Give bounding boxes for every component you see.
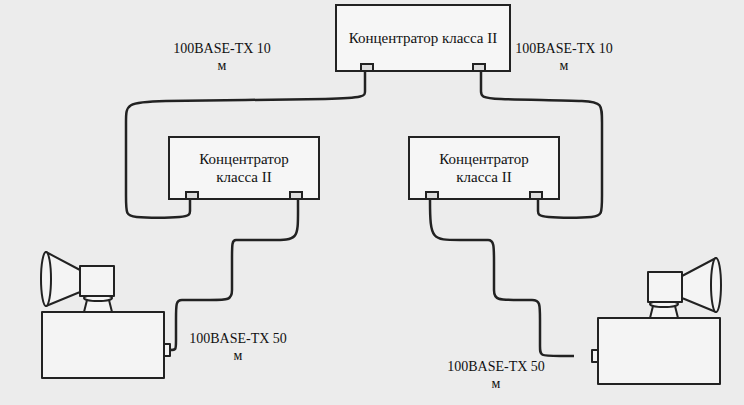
port xyxy=(360,63,374,72)
hub-box: Концентратор класса II xyxy=(168,136,320,200)
hub-label: Концентратор класса II xyxy=(170,146,318,190)
cable xyxy=(126,72,365,218)
port xyxy=(425,191,439,200)
port xyxy=(529,191,543,200)
monitor-stand xyxy=(84,296,112,312)
cable-label: 100BASE-TX 50 м xyxy=(186,330,290,364)
hub-box: Концентратор класса II xyxy=(335,4,511,72)
port xyxy=(185,191,199,200)
hub-label: Концентратор класса II xyxy=(341,25,505,51)
system-unit xyxy=(42,312,164,378)
cable-label: 100BASE-TX 50 м xyxy=(444,358,548,392)
computer-illustration xyxy=(41,252,170,378)
monitor-screen xyxy=(41,252,51,306)
cable-label: 100BASE-TX 10 м xyxy=(170,40,274,74)
cable-label: 100BASE-TX 10 м xyxy=(512,40,616,74)
monitor-body xyxy=(80,266,114,296)
cable xyxy=(430,200,574,356)
computer-illustration xyxy=(592,258,721,384)
port xyxy=(289,191,303,200)
network-port xyxy=(164,344,170,356)
hub-label: Концентратор класса II xyxy=(410,146,558,190)
cable xyxy=(170,200,298,350)
port xyxy=(472,63,486,72)
hub-box: Концентратор класса II xyxy=(408,136,560,200)
